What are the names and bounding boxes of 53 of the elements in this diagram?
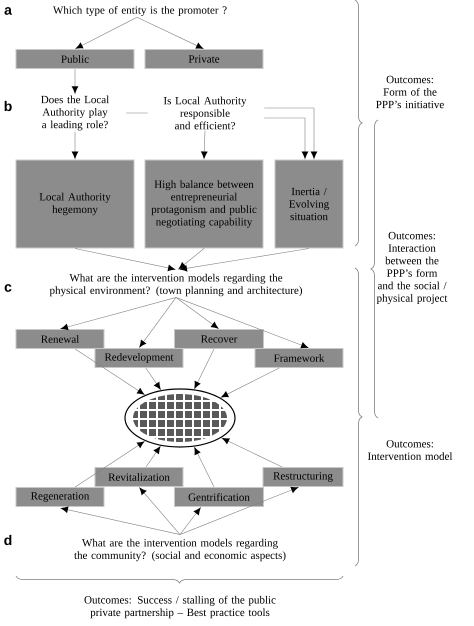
question-text: Is Local Authority responsible and efficient?: [164, 96, 246, 130]
outcome-label: Outcomes: Success / stalling of the public private partnership – Best practice tools: [84, 596, 276, 618]
arrow: [264, 108, 318, 159]
arrow: [60, 506, 180, 535]
outcome-label: Outcomes: Form of the PPP’s initiative: [376, 76, 444, 108]
arrow: [74, 441, 144, 488]
process-box: Local Authority hegemony: [16, 160, 134, 248]
arrow: [176, 297, 308, 348]
process-box: Recover: [174, 329, 264, 349]
outcome-label: Outcomes: Intervention model: [368, 440, 452, 460]
outcome-label: Outcomes: Interaction between the PPP’s form and the social / physical project: [376, 232, 448, 304]
arrow: [221, 368, 280, 398]
arrow: [72, 68, 78, 94]
arrow: [74, 348, 144, 395]
arrow: [264, 118, 308, 159]
process-box: High balance between entrepreneurial protagonism and public negotiating capability: [144, 160, 264, 248]
process-box: Private: [144, 49, 264, 69]
question-text: What are the intervention models regarding the physical environment? (town planning and architecture): [50, 274, 302, 296]
arrow: [194, 447, 214, 488]
question-text: Does the Local Authority play a leading role?: [41, 96, 109, 130]
arrow: [60, 297, 176, 330]
arrow: [146, 446, 160, 468]
panel-letter: c: [4, 284, 12, 292]
process-box: Restructuring: [262, 467, 344, 487]
arrow: [201, 130, 208, 159]
panel-letter: a: [4, 7, 12, 15]
panel-letter: d: [4, 534, 12, 546]
arrow: [146, 368, 161, 390]
panel-letter: b: [4, 100, 12, 112]
arrow: [74, 248, 176, 272]
arrow: [176, 297, 218, 329]
arrow: [222, 438, 282, 468]
question-text: Which type of entity is the promoter ?: [52, 6, 227, 16]
arrow: [178, 248, 204, 270]
arrow: [180, 486, 298, 535]
arrow: [139, 488, 180, 535]
process-box: Redevelopment: [94, 348, 184, 368]
arrow: [76, 16, 138, 49]
process-box: Regeneration: [16, 487, 104, 507]
process-box: Renewal: [16, 329, 104, 349]
arrow: [194, 348, 214, 389]
process-box: Framework: [254, 348, 344, 368]
arrow: [136, 16, 204, 49]
arrow: [139, 297, 176, 348]
question-text: What are the intervention models regarding the community? (social and economic aspects): [74, 538, 286, 562]
process-box: Public: [16, 49, 134, 69]
process-box: Revitalization: [94, 467, 184, 487]
arrow: [180, 508, 201, 535]
process-box: Gentrification: [174, 487, 264, 507]
grid-ellipse-drawing: [124, 388, 236, 448]
arrow: [72, 131, 78, 159]
process-box: Inertia / Evolving situation: [274, 160, 344, 248]
arrow: [180, 248, 310, 272]
